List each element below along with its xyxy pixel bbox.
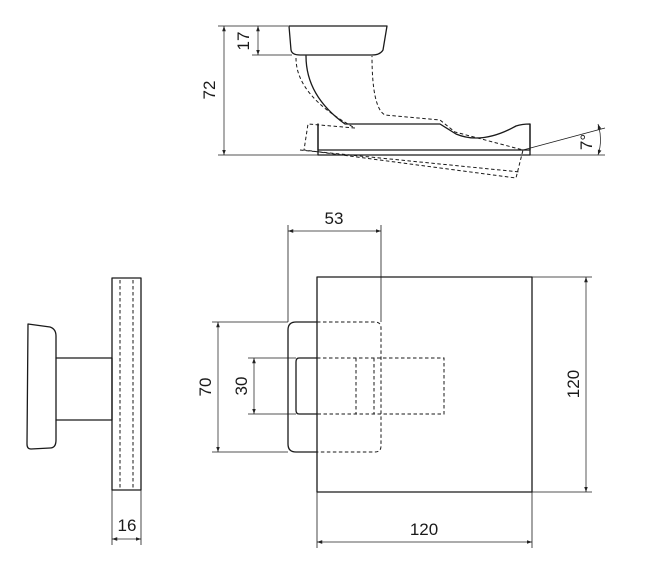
hook-rotated-outline	[295, 55, 524, 179]
side-view-stem	[55, 357, 113, 421]
front-view-stem	[295, 357, 318, 415]
dim-70-label: 70	[196, 378, 215, 397]
hook-arm-solid	[305, 55, 531, 151]
dim-120-vertical-label: 120	[564, 370, 583, 398]
dim-53-label: 53	[325, 209, 344, 228]
dim-7deg-arc	[597, 123, 602, 156]
dim-7deg-label: 7°	[577, 134, 596, 150]
dim-17-label: 17	[234, 32, 253, 51]
dim-120-horizontal-label: 120	[410, 520, 438, 539]
hook-wall-plate-side	[317, 123, 531, 156]
front-view-plate	[316, 276, 533, 493]
front-view-hook-base	[287, 321, 318, 453]
side-view: 16	[26, 277, 142, 545]
front-view: 53 70 30 120 120	[196, 209, 592, 548]
side-view-plate	[111, 277, 142, 491]
side-profile-view: 17 72 7°	[200, 25, 606, 179]
dim-30-label: 30	[232, 377, 251, 396]
dim-16-label: 16	[118, 516, 137, 535]
dim-72-label: 72	[200, 81, 219, 100]
hook-cup	[288, 25, 388, 56]
side-view-cup	[26, 323, 57, 450]
